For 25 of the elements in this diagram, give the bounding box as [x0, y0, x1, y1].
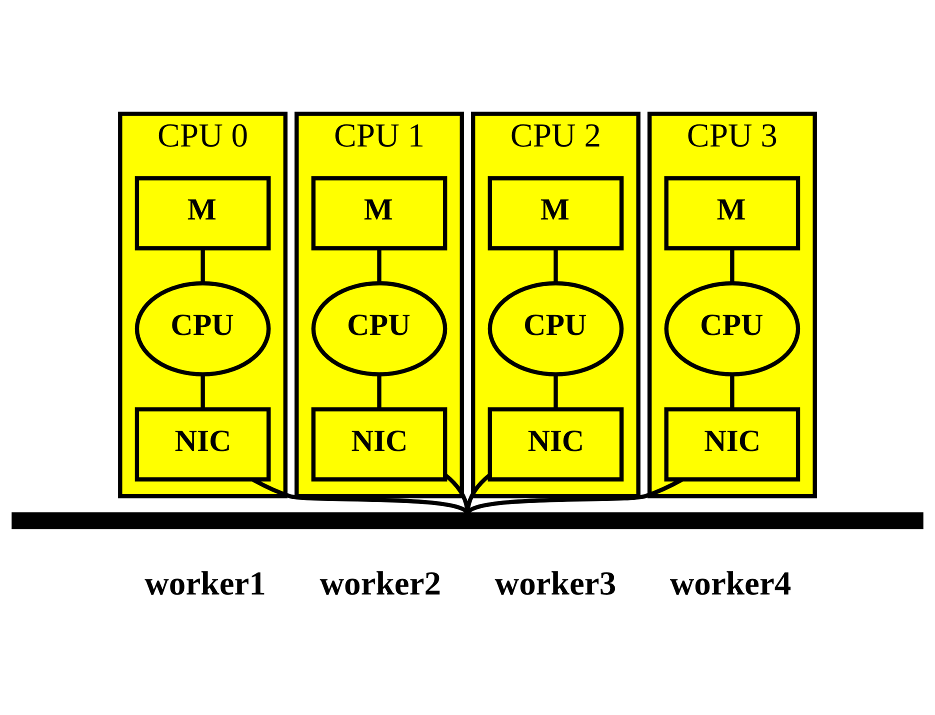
node-box: NIC	[134, 407, 271, 482]
label: worker1	[144, 565, 266, 602]
node-box: NIC	[664, 407, 800, 482]
connector	[554, 374, 558, 409]
node-ellipse: CPU	[488, 281, 624, 376]
label: worker3	[494, 565, 616, 602]
connector	[554, 248, 558, 284]
node-box: NIC	[311, 407, 448, 482]
node-box: M	[134, 176, 271, 250]
node-bar	[12, 512, 924, 530]
connector	[730, 374, 734, 409]
label: worker4	[670, 565, 792, 602]
label: worker2	[320, 565, 442, 602]
node-ellipse: CPU	[134, 281, 271, 376]
node-box: M	[311, 176, 448, 250]
node-box: M	[488, 176, 624, 250]
connector	[200, 248, 205, 284]
node-ellipse: CPU	[311, 281, 448, 376]
connector	[377, 374, 382, 409]
connector	[200, 374, 205, 409]
node-ellipse: CPU	[664, 281, 800, 376]
node-box: NIC	[488, 407, 624, 482]
node-box: M	[664, 176, 800, 250]
connector	[377, 248, 382, 284]
connector	[730, 248, 734, 284]
